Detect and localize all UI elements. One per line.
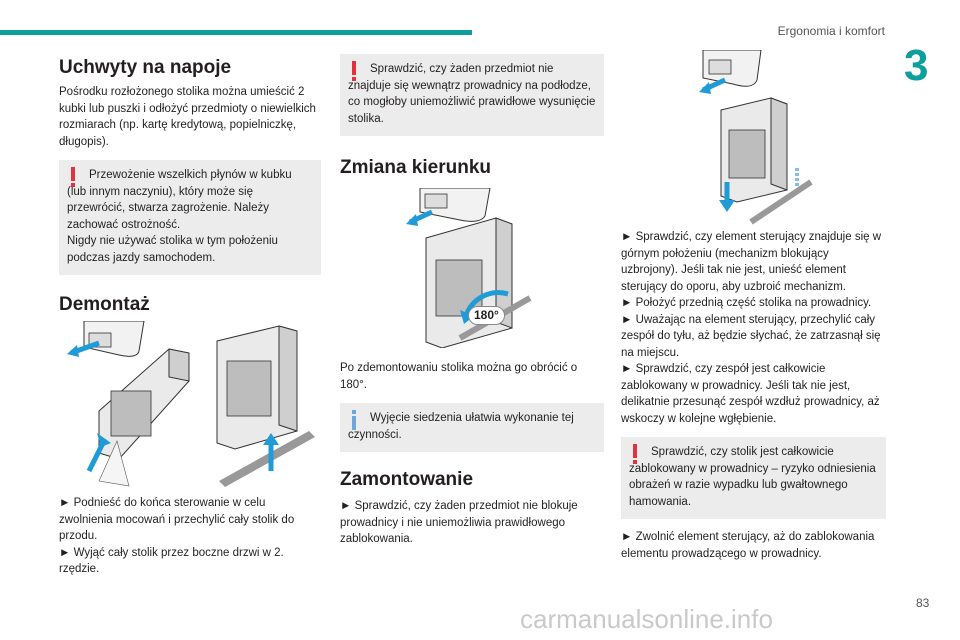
info-icon [352,410,356,430]
paragraph-rotate: Po zdemontowaniu stolika można go obróci… [340,362,578,391]
warning-text-locked: Sprawdzić, czy stolik jest całkowicie za… [629,446,876,508]
heading-cup-holders: Uchwyty na napoje [59,57,232,78]
warning-box-rail: Sprawdzić, czy żaden przedmiot nie znajd… [340,54,604,136]
illustration-rotate-svg [406,188,532,348]
warning-icon [352,61,356,81]
column-3: ► Sprawdzić, czy element sterujący znajd… [621,50,886,562]
heading-removal: Demontaż [59,294,150,315]
column-2: Sprawdzić, czy żaden przedmiot nie znajd… [340,50,604,548]
step-check-control: ► Sprawdzić, czy element sterujący znajd… [621,231,882,293]
info-text-seat: Wyjęcie siedzenia ułatwia wykonanie tej … [348,412,574,441]
page-number: 83 [916,596,930,610]
step-check-rail: ► Sprawdzić, czy żaden przedmiot nie blo… [340,500,578,545]
warning-text-rail: Sprawdzić, czy żaden przedmiot nie znajd… [348,63,596,125]
illustration-installation [699,50,813,225]
heading-installation: Zamontowanie [340,469,474,490]
step-tilt-back: ► Uważając na element sterujący, przechy… [621,313,881,359]
warning-box-locked: Sprawdzić, czy stolik jest całkowicie za… [621,437,886,519]
illustration-removal [67,321,315,487]
paragraph-cup-holders: Pośrodku rozłożonego stolika można umieś… [59,86,316,148]
rotation-badge: 180° [468,306,505,325]
illustration-rotate: 180° [340,188,604,348]
watermark: carmanualsonline.info [520,604,773,634]
step-remove-table: ► Wyjąć cały stolik przez boczne drzwi w… [59,546,284,576]
chapter-number: 3 [904,41,929,90]
step-check-locked: ► Sprawdzić, czy zespół jest całkowicie … [621,363,880,425]
step-place-front: ► Położyć przednią część stolika na prow… [621,297,872,309]
info-box-seat: Wyjęcie siedzenia ułatwia wykonanie tej … [340,403,604,452]
warning-icon [633,444,637,464]
step-lift-control: ► Podnieść do końca sterowanie w celu zw… [59,497,295,542]
step-release-control: ► Zwolnić element sterujący, aż do zablo… [621,531,875,560]
warning-icon [71,167,75,187]
warning-text-liquids: Przewożenie wszelkich płynów w kubku (lu… [67,169,292,231]
warning-box-liquids: Przewożenie wszelkich płynów w kubku (lu… [59,160,321,275]
column-1: Uchwyty na napoje Pośrodku rozłożonego s… [59,50,321,578]
section-title: Ergonomia i komfort [777,24,885,38]
warning-text-driving: Nigdy nie używać stolika w tym położeniu… [67,235,278,264]
header-accent-bar [0,30,472,35]
heading-change-direction: Zmiana kierunku [340,157,491,178]
